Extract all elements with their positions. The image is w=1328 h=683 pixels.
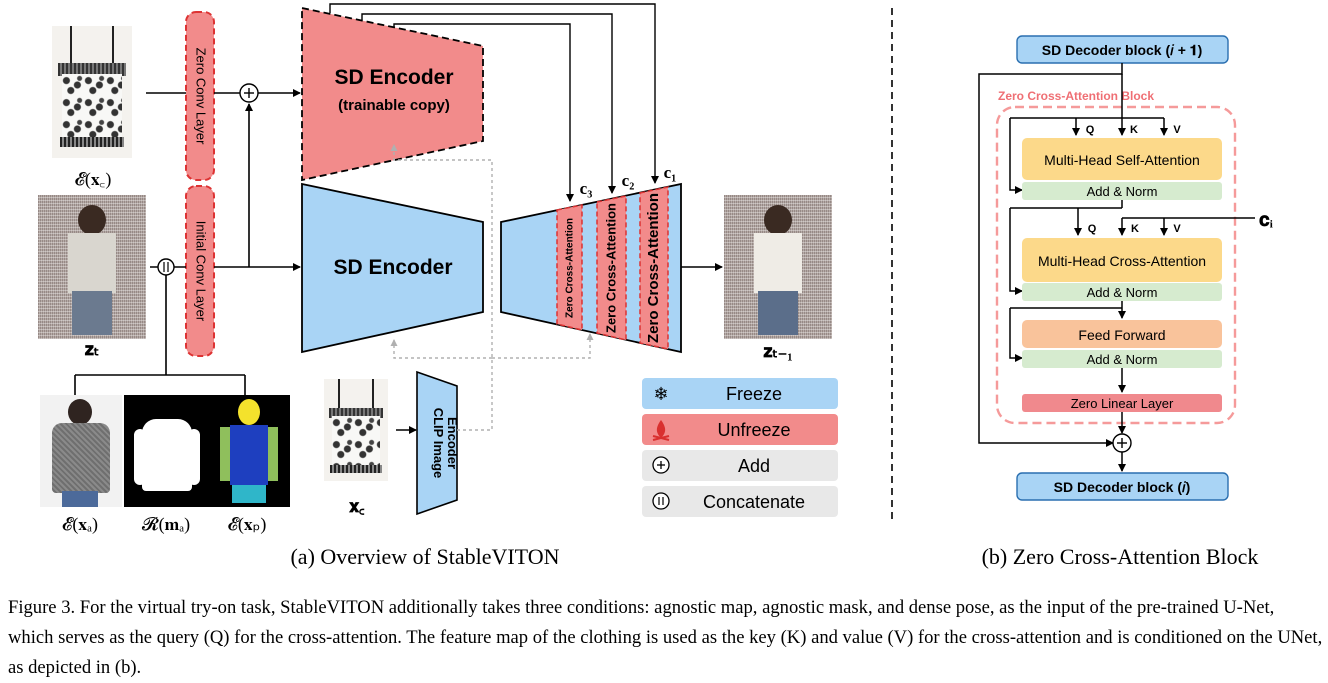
v-label-2: V — [1173, 223, 1181, 235]
sd-encoder-trainable — [301, 6, 484, 182]
mhca-label: Multi-Head Cross-Attention — [1038, 253, 1206, 269]
c2-label: c₂ — [622, 171, 635, 190]
sd-encoder-frozen-title: SD Encoder — [333, 256, 452, 279]
q-label-1: Q — [1086, 124, 1095, 136]
addnorm-3-label: Add & Norm — [1087, 352, 1158, 367]
label-exp: 𝓔(𝐱ₚ) — [228, 514, 267, 535]
fire-icon — [652, 420, 670, 441]
ci-label: 𝐜ᵢ — [1259, 210, 1274, 231]
legend-freeze-label: Freeze — [726, 384, 782, 404]
legend-add-bg — [642, 450, 838, 481]
label-rma: 𝓡(𝐦ₐ) — [142, 514, 190, 535]
clip-label-2: Encoder — [445, 417, 460, 469]
dense-pose-image — [208, 395, 290, 507]
ff-box — [1022, 320, 1222, 348]
label-xc: 𝐱꜀ — [348, 496, 365, 516]
addnorm-1 — [1022, 182, 1222, 200]
label-zt1: 𝐳ₜ₋₁ — [763, 341, 792, 361]
zero-ca-label-c1: Zero Cross-Attention — [645, 193, 662, 343]
mhsa-label: Multi-Head Self-Attention — [1044, 152, 1200, 168]
v-label-1: V — [1173, 124, 1181, 136]
c1-label: c₁ — [664, 163, 677, 182]
decoder-block-top-label: SD Decoder block (𝑖 + 𝟏) — [1042, 42, 1202, 58]
decoder-block-bottom-label: SD Decoder block (𝑖) — [1054, 479, 1191, 495]
clip-to-trainable-encoder — [390, 144, 493, 431]
sd-encoder-trainable-sub: (trainable copy) — [338, 97, 450, 114]
mhca-box — [1022, 238, 1222, 282]
zero-ca-label-c2: Zero Cross-Attention — [603, 203, 618, 333]
legend-concat-bg — [642, 486, 838, 517]
k-label-1: K — [1130, 124, 1138, 136]
label-zt: 𝐳ₜ — [85, 339, 99, 359]
snowflake-icon: ❄ — [653, 384, 668, 404]
sd-encoder-trainable-title: SD Encoder — [334, 66, 453, 89]
zero-ca-label-c3: Zero Cross-Attention — [565, 218, 576, 318]
caption-a: (a) Overview of StableVITON — [290, 544, 560, 569]
caption-b: (b) Zero Cross-Attention Block — [981, 544, 1259, 569]
legend-add-label: Add — [738, 456, 770, 476]
zero-conv-label: Zero Conv Layer — [194, 48, 209, 145]
zero-ca-strip-c2 — [596, 195, 627, 341]
clip-image-encoder — [416, 370, 458, 516]
mhsa-box — [1022, 138, 1222, 180]
circled-plus-icon — [652, 456, 670, 474]
addnorm-1-label: Add & Norm — [1087, 184, 1158, 199]
noisy-latent-output — [724, 195, 832, 339]
circled-parallel-icon — [652, 492, 670, 510]
zero-linear-label: Zero Linear Layer — [1071, 396, 1174, 411]
decoder-block-bottom — [1016, 472, 1229, 501]
clothing-image-top — [38, 20, 146, 164]
diagram-canvas: Zero Conv Layer Initial Conv Layer SD En… — [62, 3, 1274, 535]
initial-conv-layer — [185, 185, 215, 357]
skip-c1 — [329, 3, 659, 184]
c3-label: c₃ — [580, 179, 593, 198]
label-exa: 𝓔(𝐱ₐ) — [62, 514, 98, 535]
clip-label-1: CLIP Image — [431, 408, 446, 479]
legend-unfreeze-label: Unfreeze — [717, 420, 790, 440]
initial-conv-label: Initial Conv Layer — [194, 221, 209, 322]
clip-to-frozen-encoder — [390, 339, 492, 359]
agnostic-mask-image — [124, 395, 208, 507]
addnorm-3 — [1022, 350, 1222, 368]
noisy-latent-input — [38, 195, 146, 339]
label-exc: 𝓔(𝐱꜀) — [75, 169, 112, 190]
legend-unfreeze-bg — [642, 414, 838, 445]
zero-ca-block-title: Zero Cross-Attention Block — [998, 89, 1154, 103]
concat-symbol — [157, 258, 175, 276]
figure-caption: Figure 3. For the virtual try-on task, S… — [8, 597, 1323, 678]
legend-concat-label: Concatenate — [703, 492, 805, 512]
clothing-image-clip — [318, 375, 394, 487]
addnorm-2-label: Add & Norm — [1087, 285, 1158, 300]
sd-encoder-frozen — [301, 182, 484, 354]
q-label-2: Q — [1088, 223, 1097, 235]
agnostic-map-image — [40, 395, 122, 507]
skip-c2 — [361, 13, 616, 194]
zero-ca-block — [995, 105, 1237, 425]
ff-label: Feed Forward — [1078, 327, 1165, 343]
zero-linear-layer — [1022, 394, 1222, 412]
zero-ca-strip-c1 — [639, 186, 669, 350]
outer-residual — [978, 63, 1123, 447]
zero-conv-layer — [185, 11, 215, 181]
addnorm-2 — [1022, 283, 1222, 301]
k-label-2: K — [1131, 223, 1139, 235]
zero-ca-strip-c3 — [556, 204, 583, 331]
skip-c3 — [393, 23, 574, 202]
legend-freeze-bg — [642, 378, 838, 409]
clip-to-decoder — [492, 333, 594, 359]
